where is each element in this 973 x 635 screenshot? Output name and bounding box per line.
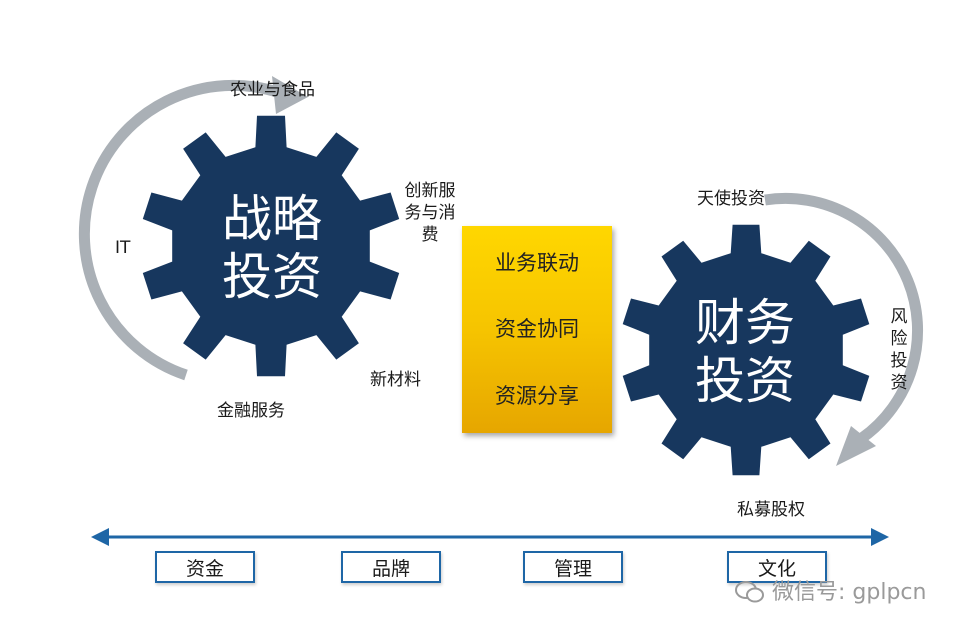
watermark-text: 微信号: gplpcn [772,580,927,605]
strategic-gear-icon [142,115,400,377]
synergy-item: 资源分享 [495,383,579,408]
bottom-box-brand: 品牌 [341,551,441,583]
label-private-equity: 私募股权 [737,500,805,520]
label-venture-capital: 风险投资 [890,307,908,393]
label-agri-food: 农业与食品 [230,80,315,100]
label-angel-investment: 天使投资 [697,189,765,209]
label-new-materials: 新材料 [370,370,421,390]
wechat-watermark: 微信号: gplpcn [735,574,926,606]
financial-gear-icon [622,224,870,476]
bottom-box-culture: 文化 [727,551,827,583]
bottom-box-management: 管理 [523,551,623,583]
wechat-icon [735,581,764,603]
bottom-box-capital: 资金 [155,551,255,583]
strategic-gear-title-line1: 战略 [222,190,322,248]
synergy-item: 资金协同 [495,317,579,342]
label-it: IT [115,238,131,258]
label-innovation-consumption: 创新服务与消费 [404,181,456,245]
strategic-cycle-arrowhead [272,76,308,114]
label-financial-services: 金融服务 [217,401,285,421]
financial-gear-title-line1: 财务 [695,294,795,352]
synergy-box: 业务联动 资金协同 资源分享 [462,226,612,433]
strategic-gear-title-line2: 投资 [222,248,322,306]
financial-cycle-arrowhead [836,426,876,466]
financial-cycle-arrow [764,192,924,443]
synergy-item: 业务联动 [495,251,579,276]
financial-gear-title-line2: 投资 [695,352,795,410]
strategic-cycle-arrow [78,79,282,381]
